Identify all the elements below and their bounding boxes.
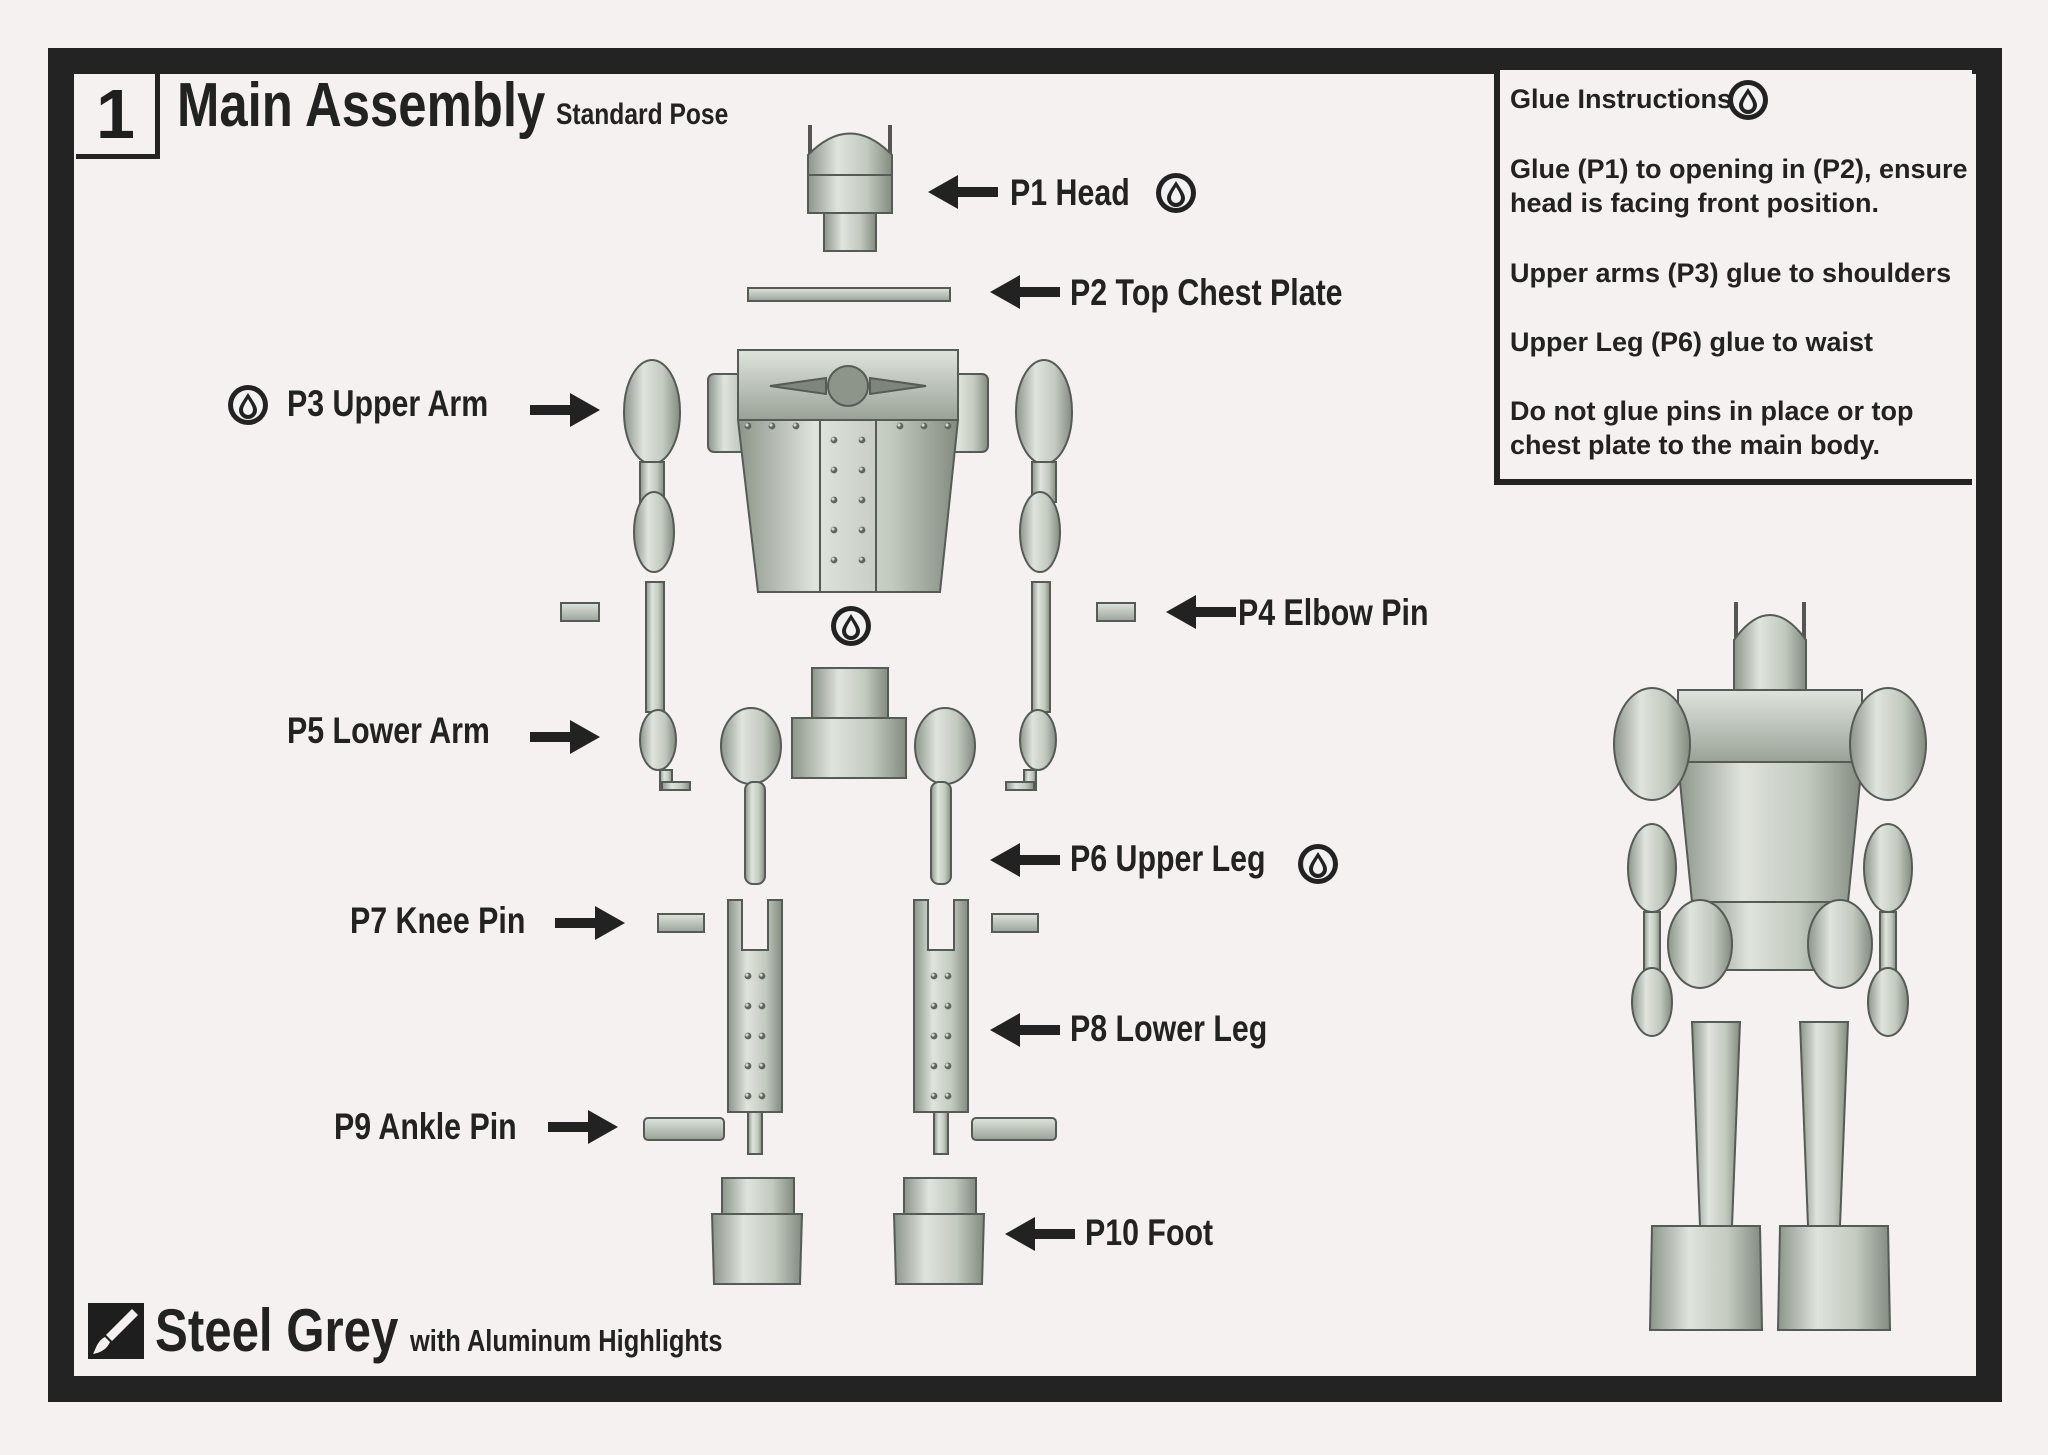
label-p2-top-chest-plate: P2 Top Chest Plate xyxy=(1070,272,1343,313)
paint-highlight: with Aluminum Highlights xyxy=(410,1323,723,1358)
part-p4-elbow-pin-left xyxy=(560,602,600,622)
part-torso xyxy=(707,349,989,593)
glue-drop-icon xyxy=(228,385,268,425)
glue-line-2: Upper arms (P3) glue to shoulders xyxy=(1510,258,1952,288)
glue-line-4: Do not glue pins in place or top chest p… xyxy=(1510,396,1914,460)
arrow-left-icon xyxy=(1166,595,1236,629)
label-p5-lower-arm: P5 Lower Arm xyxy=(287,710,490,751)
part-p1-head xyxy=(807,125,893,252)
label-p8-lower-leg: P8 Lower Leg xyxy=(1070,1008,1268,1049)
part-p8-lower-leg-left xyxy=(727,899,783,1155)
part-p5-lower-arm-left xyxy=(639,581,691,791)
part-p5-lower-arm-right xyxy=(1005,581,1057,791)
step-subtitle: Standard Pose xyxy=(556,98,729,131)
part-p3-upper-arm-left xyxy=(623,359,681,573)
paintbrush-icon xyxy=(88,1303,144,1359)
part-p6-upper-leg-right xyxy=(930,781,952,885)
arrow-left-icon xyxy=(928,175,998,209)
glue-instructions-panel xyxy=(1494,70,1972,485)
glue-drop-icon xyxy=(1156,173,1196,213)
arrow-left-icon xyxy=(1005,1217,1075,1251)
part-p9-ankle-pin-right xyxy=(971,1117,1057,1141)
glue-line-1: Glue (P1) to opening in (P2), ensure hea… xyxy=(1510,154,1968,218)
step-number: 1 xyxy=(76,73,160,159)
part-p4-elbow-pin-right xyxy=(1096,602,1136,622)
part-p7-knee-pin-right xyxy=(991,913,1039,933)
part-p10-foot-right xyxy=(892,1177,986,1285)
label-p9-ankle-pin: P9 Ankle Pin xyxy=(334,1106,517,1147)
arrow-right-icon xyxy=(548,1110,618,1144)
part-p3-upper-arm-right xyxy=(1015,359,1073,573)
arrow-left-icon xyxy=(990,843,1060,877)
label-p1-head: P1 Head xyxy=(1010,172,1130,213)
arrow-right-icon xyxy=(555,906,625,940)
glue-drop-icon xyxy=(831,606,871,646)
glue-drop-icon xyxy=(1728,80,1768,120)
step-title: Main Assembly xyxy=(177,71,546,140)
part-p10-foot-left xyxy=(710,1177,804,1285)
label-p10-foot: P10 Foot xyxy=(1085,1212,1214,1253)
arrow-right-icon xyxy=(530,720,600,754)
arrow-left-icon xyxy=(990,275,1060,309)
part-p7-knee-pin-left xyxy=(657,913,705,933)
paint-color: Steel Grey xyxy=(155,1297,399,1364)
assembled-robot-preview xyxy=(1613,602,1927,1331)
part-p6-upper-leg-left xyxy=(744,781,766,885)
part-p2-top-chest-plate xyxy=(747,287,951,302)
arrow-left-icon xyxy=(990,1013,1060,1047)
label-p3-upper-arm: P3 Upper Arm xyxy=(287,383,489,424)
label-p7-knee-pin: P7 Knee Pin xyxy=(350,900,526,941)
label-p4-elbow-pin: P4 Elbow Pin xyxy=(1238,592,1429,633)
part-p8-lower-leg-right xyxy=(913,899,969,1155)
glue-drop-icon xyxy=(1298,844,1338,884)
part-p9-ankle-pin-left xyxy=(643,1117,725,1141)
glue-line-3: Upper Leg (P6) glue to waist xyxy=(1510,327,1874,357)
glue-heading: Glue Instructions: xyxy=(1510,84,1742,114)
arrow-right-icon xyxy=(530,393,600,427)
label-p6-upper-leg: P6 Upper Leg xyxy=(1070,838,1266,879)
part-waist xyxy=(720,667,976,785)
